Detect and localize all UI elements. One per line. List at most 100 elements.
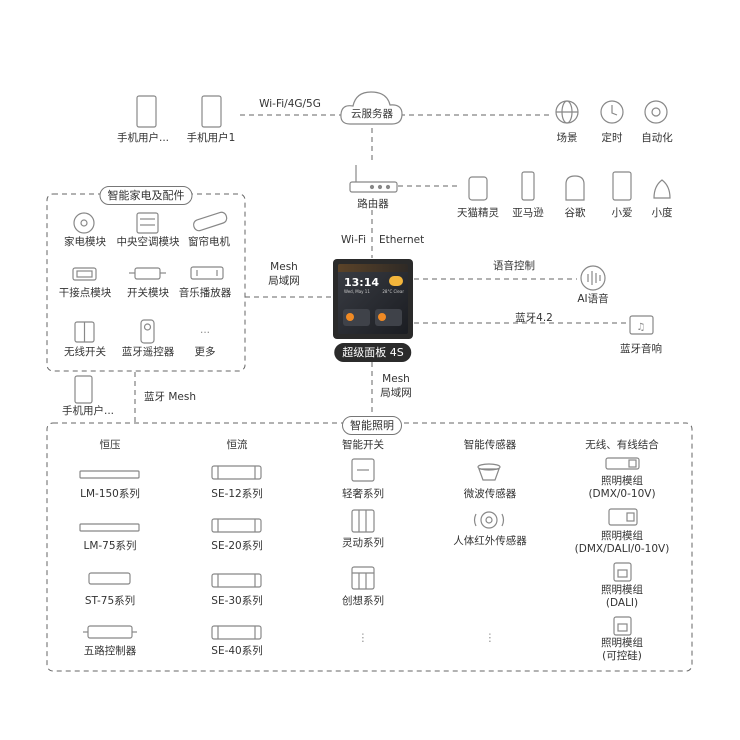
clock-icon (600, 100, 624, 124)
speaker-label-tmall: 天猫精灵 (457, 207, 499, 219)
super-panel-label: 超级面板 4S (334, 343, 412, 362)
appliance-item-label: 中央空调模块 (116, 236, 180, 248)
microwave-sensor-icon (477, 463, 501, 481)
st75-driver-icon (88, 572, 131, 585)
appliance-item-label: 更多 (194, 346, 216, 358)
panel-status-strip (338, 264, 408, 272)
lighting-item-label: 照明模组 (601, 584, 643, 596)
scene-dot-icon (378, 313, 386, 321)
svg-text:♫: ♫ (637, 322, 646, 333)
lighting-column-header: 恒压 (99, 439, 121, 451)
appliance-item-label: 音乐播放器 (178, 287, 232, 299)
wireless-switch-icon (74, 321, 95, 343)
lighting-item-sublabel: (DMX/DALI/0-10V) (574, 543, 670, 555)
lighting-more-dots: ⋮ (357, 632, 369, 644)
voice-control-label: 语音控制 (493, 260, 535, 272)
panel-clock: 13:14 (344, 276, 380, 289)
phone-user-label: 手机用户... (116, 132, 170, 144)
se12-driver-icon (211, 465, 262, 480)
bt-speaker-label: 蓝牙音响 (620, 343, 662, 355)
appliance-item-label: 家电模块 (64, 236, 106, 248)
panel-weather: 28°C Clear (382, 289, 404, 294)
bluetooth42-label: 蓝牙4.2 (515, 312, 553, 324)
cloud-server-label: 云服务器 (351, 108, 393, 120)
appliance-item-label: 无线开关 (64, 346, 106, 358)
phone-icon (136, 95, 157, 128)
phone-icon (201, 95, 222, 128)
lighting-item-label: 五路控制器 (83, 645, 137, 657)
luxury-switch-icon (351, 458, 375, 482)
speaker-label-xiaodu: 小度 (651, 207, 673, 219)
lighting-item-label: LM-75系列 (83, 540, 137, 552)
lm75-driver-icon (79, 523, 140, 532)
ai-voice-icon (580, 265, 606, 291)
appliance-item-label: 干接点模块 (58, 287, 112, 299)
lighting-item-label: 照明模组 (601, 637, 643, 649)
wifi-label: Wi-Fi (341, 234, 367, 246)
lighting-item-sublabel: (DMX/0-10V) (588, 488, 656, 500)
appliance-item-label: 窗帘电机 (188, 236, 230, 248)
lighting-item-label: 微波传感器 (463, 488, 517, 500)
amazon-echo-icon (521, 171, 535, 201)
panel-date: Wed, May 11 (344, 289, 370, 294)
lighting-module-scr-icon (613, 616, 632, 636)
agile-switch-icon (351, 509, 375, 533)
bluetooth-mesh-label: 蓝牙 Mesh (144, 391, 196, 403)
lighting-module-dali-icon (613, 562, 632, 582)
globe-icon (555, 100, 579, 124)
lighting-item-label: 照明模组 (601, 475, 643, 487)
panel-screen: 13:14 Wed, May 11 28°C Clear (338, 264, 408, 334)
automation-icon (644, 100, 668, 124)
appliance-item-label: 开关模块 (127, 287, 169, 299)
lan-label: 局域网 (268, 275, 300, 287)
lighting-item-label: 照明模组 (601, 530, 643, 542)
speaker-label-google: 谷歌 (564, 207, 586, 219)
lighting-item-label: SE-12系列 (211, 488, 263, 500)
automation-label: 自动化 (641, 132, 673, 144)
lighting-column-header: 恒流 (226, 439, 248, 451)
lighting-item-label: 创想系列 (342, 595, 384, 607)
mesh-label: Mesh (382, 373, 410, 385)
super-panel-device: 13:14 Wed, May 11 28°C Clear (333, 259, 413, 339)
se20-driver-icon (211, 518, 262, 533)
lighting-group-title: 智能照明 (342, 416, 402, 435)
mesh-phone-user-label: 手机用户... (61, 405, 115, 417)
appliance-module-icon (73, 212, 95, 234)
lighting-item-label: SE-30系列 (211, 595, 263, 607)
timer-label: 定时 (601, 132, 623, 144)
mesh-label: Mesh (270, 261, 298, 273)
curtain-motor-icon (192, 211, 228, 232)
ac-module-icon (136, 212, 159, 234)
lighting-column-header: 智能开关 (342, 439, 384, 451)
lighting-item-label: SE-40系列 (211, 645, 263, 657)
xiaodu-icon (653, 179, 671, 199)
lighting-item-label: SE-20系列 (211, 540, 263, 552)
ai-voice-label: AI语音 (577, 293, 609, 305)
pir-sensor-icon (473, 511, 505, 529)
lighting-item-label: 灵动系列 (342, 537, 384, 549)
lighting-item-sublabel: (DALI) (605, 597, 639, 609)
lm150-driver-icon (79, 470, 140, 479)
router-icon (349, 165, 398, 193)
se30-driver-icon (211, 573, 262, 588)
weather-icon (389, 276, 403, 286)
more-ellipsis: ... (199, 324, 211, 336)
wifi-link-label: Wi-Fi/4G/5G (259, 98, 321, 110)
tmall-genie-icon (468, 176, 488, 201)
google-home-icon (565, 175, 585, 201)
panel-scene-tile (375, 309, 402, 326)
switch-module-icon (129, 267, 166, 280)
lighting-item-sublabel: (可控硅) (602, 650, 642, 662)
appliance-item-label: 蓝牙遥控器 (121, 346, 175, 358)
phone-icon (74, 375, 93, 404)
appliance-group-title: 智能家电及配件 (99, 186, 193, 205)
phone-user-label: 手机用户1 (186, 132, 236, 144)
lighting-item-label: 轻奢系列 (342, 488, 384, 500)
lighting-item-label: 人体红外传感器 (453, 535, 527, 547)
lighting-item-label: ST-75系列 (84, 595, 136, 607)
bt-speaker-icon: ♫ (629, 315, 654, 335)
bt-remote-icon (140, 319, 155, 344)
scene-label: 场景 (556, 132, 578, 144)
creative-switch-icon (351, 566, 375, 590)
